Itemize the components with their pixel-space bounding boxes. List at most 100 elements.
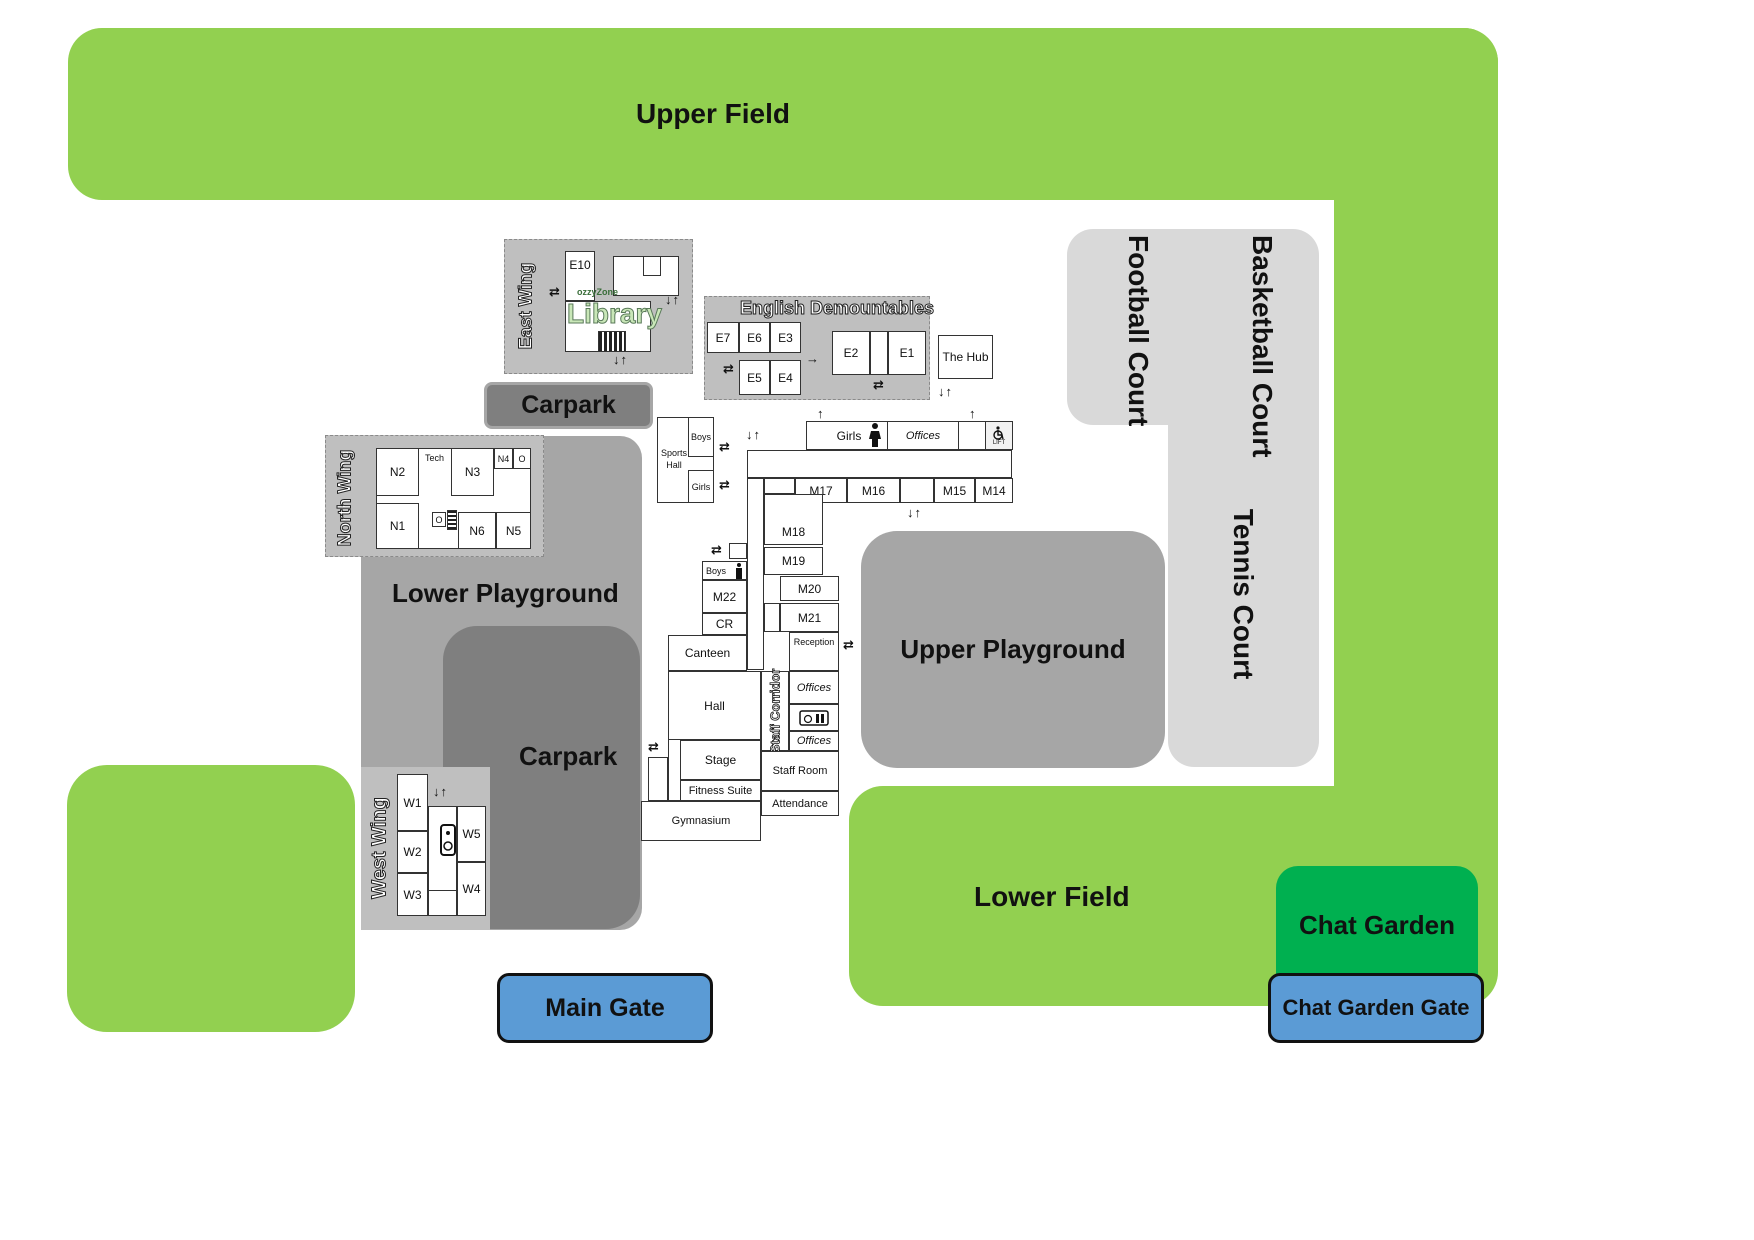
east-wing-building-inner bbox=[643, 256, 661, 276]
top-corridor bbox=[747, 450, 1012, 478]
library-stairs bbox=[598, 331, 626, 352]
arrow-top-a: ↑ bbox=[817, 406, 825, 421]
english-corridor bbox=[870, 331, 888, 375]
room-n3[interactable]: N3 bbox=[451, 448, 494, 496]
canteen[interactable]: Canteen bbox=[668, 635, 747, 671]
tennis-court-label: Tennis Court bbox=[1228, 508, 1259, 680]
stage[interactable]: Stage bbox=[680, 740, 761, 780]
room-e6[interactable]: E6 bbox=[739, 322, 770, 353]
north-stairs bbox=[447, 510, 457, 530]
room-m14[interactable]: M14 bbox=[975, 478, 1013, 503]
green-area-bottom-left bbox=[67, 765, 355, 1032]
room-m22[interactable]: M22 bbox=[702, 580, 747, 613]
arrow-english-c: ⇄ bbox=[873, 377, 885, 392]
room-e4[interactable]: E4 bbox=[770, 360, 801, 395]
arrow-english-b: → bbox=[806, 351, 820, 366]
carpark-main-label: Carpark bbox=[519, 741, 618, 771]
room-e7[interactable]: E7 bbox=[707, 322, 739, 353]
left-corridor bbox=[747, 478, 764, 670]
arrow-west: ↓↑ bbox=[433, 784, 448, 799]
room-w5[interactable]: W5 bbox=[457, 806, 486, 862]
arrow-mid: ⇄ bbox=[711, 542, 723, 557]
arrow-gym: ⇄ bbox=[648, 739, 660, 754]
room-cr[interactable]: CR bbox=[702, 613, 747, 635]
arrow-east-b: ↓↑ bbox=[613, 352, 628, 367]
room-o-top[interactable]: O bbox=[513, 448, 531, 469]
corridor-stub bbox=[764, 478, 795, 494]
offices-top[interactable]: Offices bbox=[887, 421, 959, 450]
upper-playground: Upper Playground bbox=[861, 531, 1165, 768]
chat-garden-gate[interactable]: Chat Garden Gate bbox=[1268, 973, 1484, 1043]
carpark-top: Carpark bbox=[484, 382, 653, 429]
west-wing-title: West Wing bbox=[368, 797, 391, 900]
library-zone-label: ozzyZone bbox=[577, 287, 619, 297]
chat-garden-label: Chat Garden bbox=[1298, 909, 1456, 940]
staff-toilet-icon bbox=[799, 709, 829, 726]
room-w1[interactable]: W1 bbox=[397, 774, 428, 831]
offices-a[interactable]: Offices bbox=[789, 671, 839, 704]
main-gate[interactable]: Main Gate bbox=[497, 973, 713, 1043]
staff-room[interactable]: Staff Room bbox=[761, 751, 839, 791]
room-e2[interactable]: E2 bbox=[832, 331, 870, 375]
room-m16[interactable]: M16 bbox=[847, 478, 900, 503]
room-m20[interactable]: M20 bbox=[780, 576, 839, 601]
room-w2[interactable]: W2 bbox=[397, 831, 428, 873]
hall[interactable]: Hall bbox=[668, 671, 761, 740]
tennis-court bbox=[1168, 405, 1319, 767]
carpark-top-label: Carpark bbox=[521, 391, 616, 419]
football-basketball-court bbox=[1067, 229, 1319, 425]
room-e1[interactable]: E1 bbox=[888, 331, 926, 375]
room-o-small[interactable]: O bbox=[432, 512, 446, 527]
west-wing-divider bbox=[428, 890, 457, 916]
room-m18[interactable]: M18 bbox=[764, 494, 823, 545]
basketball-court-label: Basketball Court bbox=[1247, 235, 1278, 458]
staff-corridor-block bbox=[761, 671, 789, 751]
room-m19[interactable]: M19 bbox=[764, 547, 823, 575]
boys-toilet-mid[interactable]: Boys bbox=[702, 561, 747, 580]
m21-side bbox=[764, 603, 780, 632]
reception[interactable]: Reception bbox=[789, 632, 839, 671]
room-m21[interactable]: M21 bbox=[780, 603, 839, 632]
male-toilet-icon bbox=[734, 562, 744, 579]
football-court-label: Football Court bbox=[1123, 235, 1154, 427]
room-e10[interactable]: E10 bbox=[565, 251, 595, 301]
room-w4[interactable]: W4 bbox=[457, 862, 486, 916]
accessible-toilet-icon bbox=[440, 824, 456, 856]
room-m15[interactable]: M15 bbox=[934, 478, 975, 503]
attendance[interactable]: Attendance bbox=[761, 791, 839, 816]
staff-corridor-label: Staff Corridor bbox=[767, 668, 783, 754]
gymnasium[interactable]: Gymnasium bbox=[641, 801, 761, 841]
room-n6[interactable]: N6 bbox=[458, 512, 496, 549]
lift[interactable]: LIFT bbox=[985, 421, 1013, 450]
room-w3[interactable]: W3 bbox=[397, 873, 428, 916]
upper-field-label: Upper Field bbox=[636, 98, 791, 129]
accessibility-icon bbox=[993, 425, 1004, 440]
chat-garden: Chat Garden bbox=[1276, 866, 1478, 984]
arrow-m-row: ↓↑ bbox=[907, 505, 922, 520]
english-demountables-title: English Demountables bbox=[739, 298, 935, 319]
girls-toilet-top[interactable]: Girls bbox=[836, 428, 862, 443]
arrow-sports-c: ↓↑ bbox=[746, 427, 761, 442]
sports-hall[interactable]: Sports Hall bbox=[660, 448, 687, 470]
library-label: Library bbox=[567, 298, 663, 330]
upper-playground-label: Upper Playground bbox=[900, 634, 1126, 664]
room-e5[interactable]: E5 bbox=[739, 360, 770, 395]
north-wing-title: North Wing bbox=[334, 449, 355, 547]
room-n5[interactable]: N5 bbox=[496, 512, 531, 549]
room-n2[interactable]: N2 bbox=[376, 448, 419, 496]
room-n4[interactable]: N4 bbox=[494, 448, 513, 469]
boys-toilet-top[interactable]: Boys bbox=[688, 417, 714, 457]
m-row-gap bbox=[900, 478, 934, 503]
room-n1[interactable]: N1 bbox=[376, 503, 419, 549]
lower-playground-label: Lower Playground bbox=[392, 578, 619, 608]
staff-toilet bbox=[789, 704, 839, 731]
arrow-e10: ⇄ bbox=[549, 284, 561, 299]
fitness-suite[interactable]: Fitness Suite bbox=[680, 780, 761, 801]
girls-toilet-left[interactable]: Girls bbox=[688, 470, 714, 503]
stair-landing bbox=[729, 543, 747, 559]
arrow-top-b: ↑ bbox=[969, 406, 977, 421]
room-e3[interactable]: E3 bbox=[770, 322, 801, 353]
the-hub[interactable]: The Hub bbox=[938, 335, 993, 379]
offices-b[interactable]: Offices bbox=[789, 731, 839, 751]
upper-field-top bbox=[68, 28, 1498, 200]
